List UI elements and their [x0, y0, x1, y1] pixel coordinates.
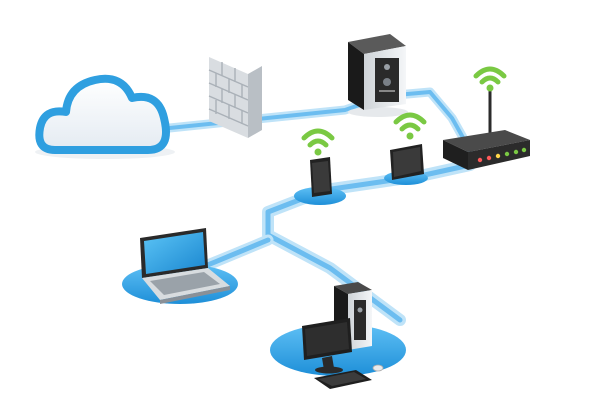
- cloud-icon: [35, 74, 175, 159]
- tablet-icon: [294, 157, 346, 205]
- tablet-icon: [384, 144, 428, 185]
- wifi-signal-icon: [473, 66, 507, 92]
- server-tower-icon: [348, 34, 408, 117]
- laptop-icon: [122, 228, 238, 304]
- desktop-computer-icon: [270, 282, 406, 389]
- firewall-icon: [208, 57, 262, 138]
- wifi-router-icon: [443, 90, 530, 170]
- wifi-signal-icon: [301, 128, 335, 156]
- wifi-signal-icon: [393, 112, 427, 140]
